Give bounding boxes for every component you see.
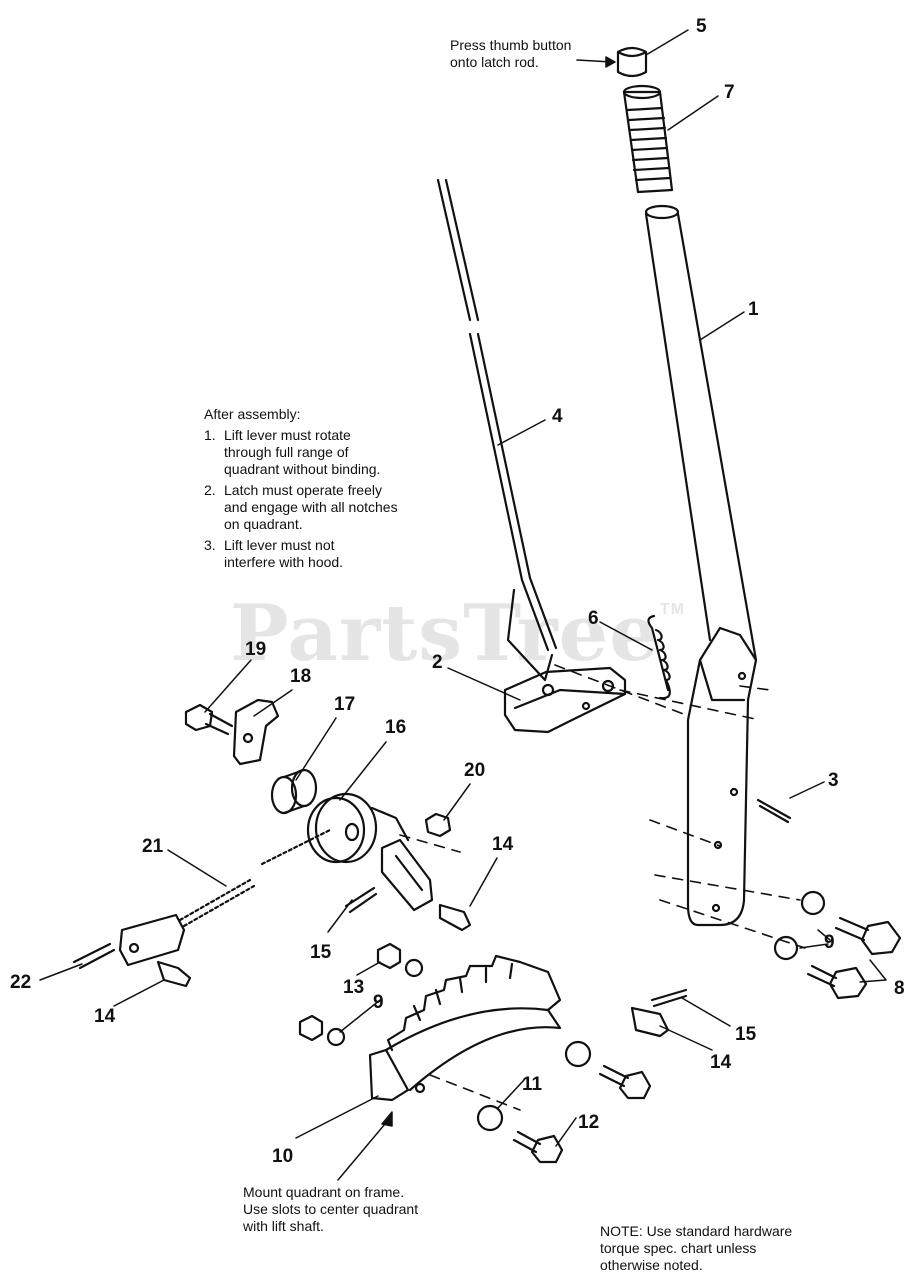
callout-19: 19 bbox=[245, 639, 266, 660]
callout-9-lever: 9 bbox=[824, 932, 835, 953]
callout-21: 21 bbox=[142, 836, 164, 857]
clevis-block[interactable] bbox=[380, 838, 434, 912]
part-3-pin[interactable] bbox=[756, 798, 792, 824]
part-19-bolt[interactable] bbox=[184, 703, 234, 736]
part-14-pin-lower[interactable] bbox=[156, 960, 192, 988]
part-12-bolt-upper[interactable] bbox=[598, 1064, 652, 1100]
callout-8: 8 bbox=[894, 978, 905, 999]
part-9-washer-upper[interactable] bbox=[800, 890, 826, 916]
after-assembly-heading: After assembly: bbox=[204, 406, 301, 422]
callout-13: 13 bbox=[343, 977, 364, 998]
part-7-grip[interactable] bbox=[622, 84, 674, 194]
part-8-bolt-upper[interactable] bbox=[834, 916, 902, 956]
callout-14-upper: 14 bbox=[492, 834, 514, 855]
callout-12: 12 bbox=[578, 1112, 599, 1133]
part-20-nut[interactable] bbox=[424, 812, 452, 838]
part-12-bolt-lower[interactable] bbox=[512, 1130, 564, 1164]
leader-lines bbox=[39, 29, 887, 1181]
callout-20: 20 bbox=[464, 760, 485, 781]
callout-15-lower: 15 bbox=[735, 1024, 757, 1045]
part-9-washer-quadrant-lower[interactable] bbox=[326, 1027, 346, 1047]
callout-1: 1 bbox=[748, 299, 759, 320]
callout-15-upper: 15 bbox=[310, 942, 332, 963]
callout-11: 11 bbox=[522, 1074, 543, 1095]
callout-18: 18 bbox=[290, 666, 311, 687]
part-6-spring[interactable] bbox=[647, 614, 671, 700]
part-10-quadrant[interactable] bbox=[368, 954, 562, 1102]
callout-2: 2 bbox=[432, 652, 443, 673]
part-2-latch[interactable] bbox=[503, 666, 627, 734]
part-1-lift-lever[interactable] bbox=[644, 204, 758, 927]
part-11-washer-lower[interactable] bbox=[476, 1104, 504, 1132]
watermark: PartsTreeTM bbox=[230, 588, 685, 679]
part-11-washer-upper[interactable] bbox=[564, 1040, 592, 1068]
part-14-pin-upper[interactable] bbox=[438, 903, 472, 932]
part-9-washer-lower[interactable] bbox=[773, 935, 799, 961]
part-17-spacer[interactable] bbox=[270, 768, 318, 815]
part-21-cable[interactable] bbox=[118, 828, 332, 967]
part-14-pin-right[interactable] bbox=[630, 1006, 670, 1038]
thumb-button-note: Press thumb button onto latch rod. bbox=[450, 37, 572, 70]
part-13-nut-lower[interactable] bbox=[298, 1014, 324, 1042]
part-15-cotter-pin-upper[interactable] bbox=[344, 886, 378, 914]
callout-7: 7 bbox=[724, 82, 735, 103]
callout-9-quadrant: 9 bbox=[373, 992, 384, 1013]
part-9-washer-quadrant-upper[interactable] bbox=[404, 958, 424, 978]
part-22-hairpin[interactable] bbox=[72, 942, 116, 970]
callout-10: 10 bbox=[272, 1146, 293, 1167]
mount-quadrant-note: Mount quadrant on frame. Use slots to ce… bbox=[243, 1184, 419, 1234]
callout-labels: 5 7 1 4 6 2 3 19 18 17 16 20 14 21 15 22… bbox=[10, 16, 905, 1167]
callout-3: 3 bbox=[828, 770, 839, 791]
callout-16: 16 bbox=[385, 717, 406, 738]
part-13-nut-upper[interactable] bbox=[376, 942, 402, 970]
callout-6: 6 bbox=[588, 608, 599, 629]
assembly-lines bbox=[399, 664, 806, 1111]
callout-17: 17 bbox=[334, 694, 355, 715]
part-18-bracket[interactable] bbox=[232, 698, 280, 766]
after-assembly-note: After assembly: 1. Lift lever must rotat… bbox=[204, 406, 464, 571]
part-5-thumb-button[interactable] bbox=[616, 46, 648, 78]
callout-14-right: 14 bbox=[710, 1052, 732, 1073]
part-8-bolt-lower[interactable] bbox=[806, 964, 868, 1000]
part-4-latch-rod[interactable] bbox=[436, 178, 558, 682]
part-15-cotter-pin-lower[interactable] bbox=[650, 988, 688, 1008]
hardware-note: NOTE: Use standard hardware torque spec.… bbox=[600, 1223, 793, 1273]
callout-4: 4 bbox=[552, 406, 563, 427]
callout-5: 5 bbox=[696, 16, 707, 37]
callout-22: 22 bbox=[10, 972, 31, 993]
part-16-pulley[interactable] bbox=[306, 792, 410, 864]
callout-14-lower: 14 bbox=[94, 1006, 116, 1027]
